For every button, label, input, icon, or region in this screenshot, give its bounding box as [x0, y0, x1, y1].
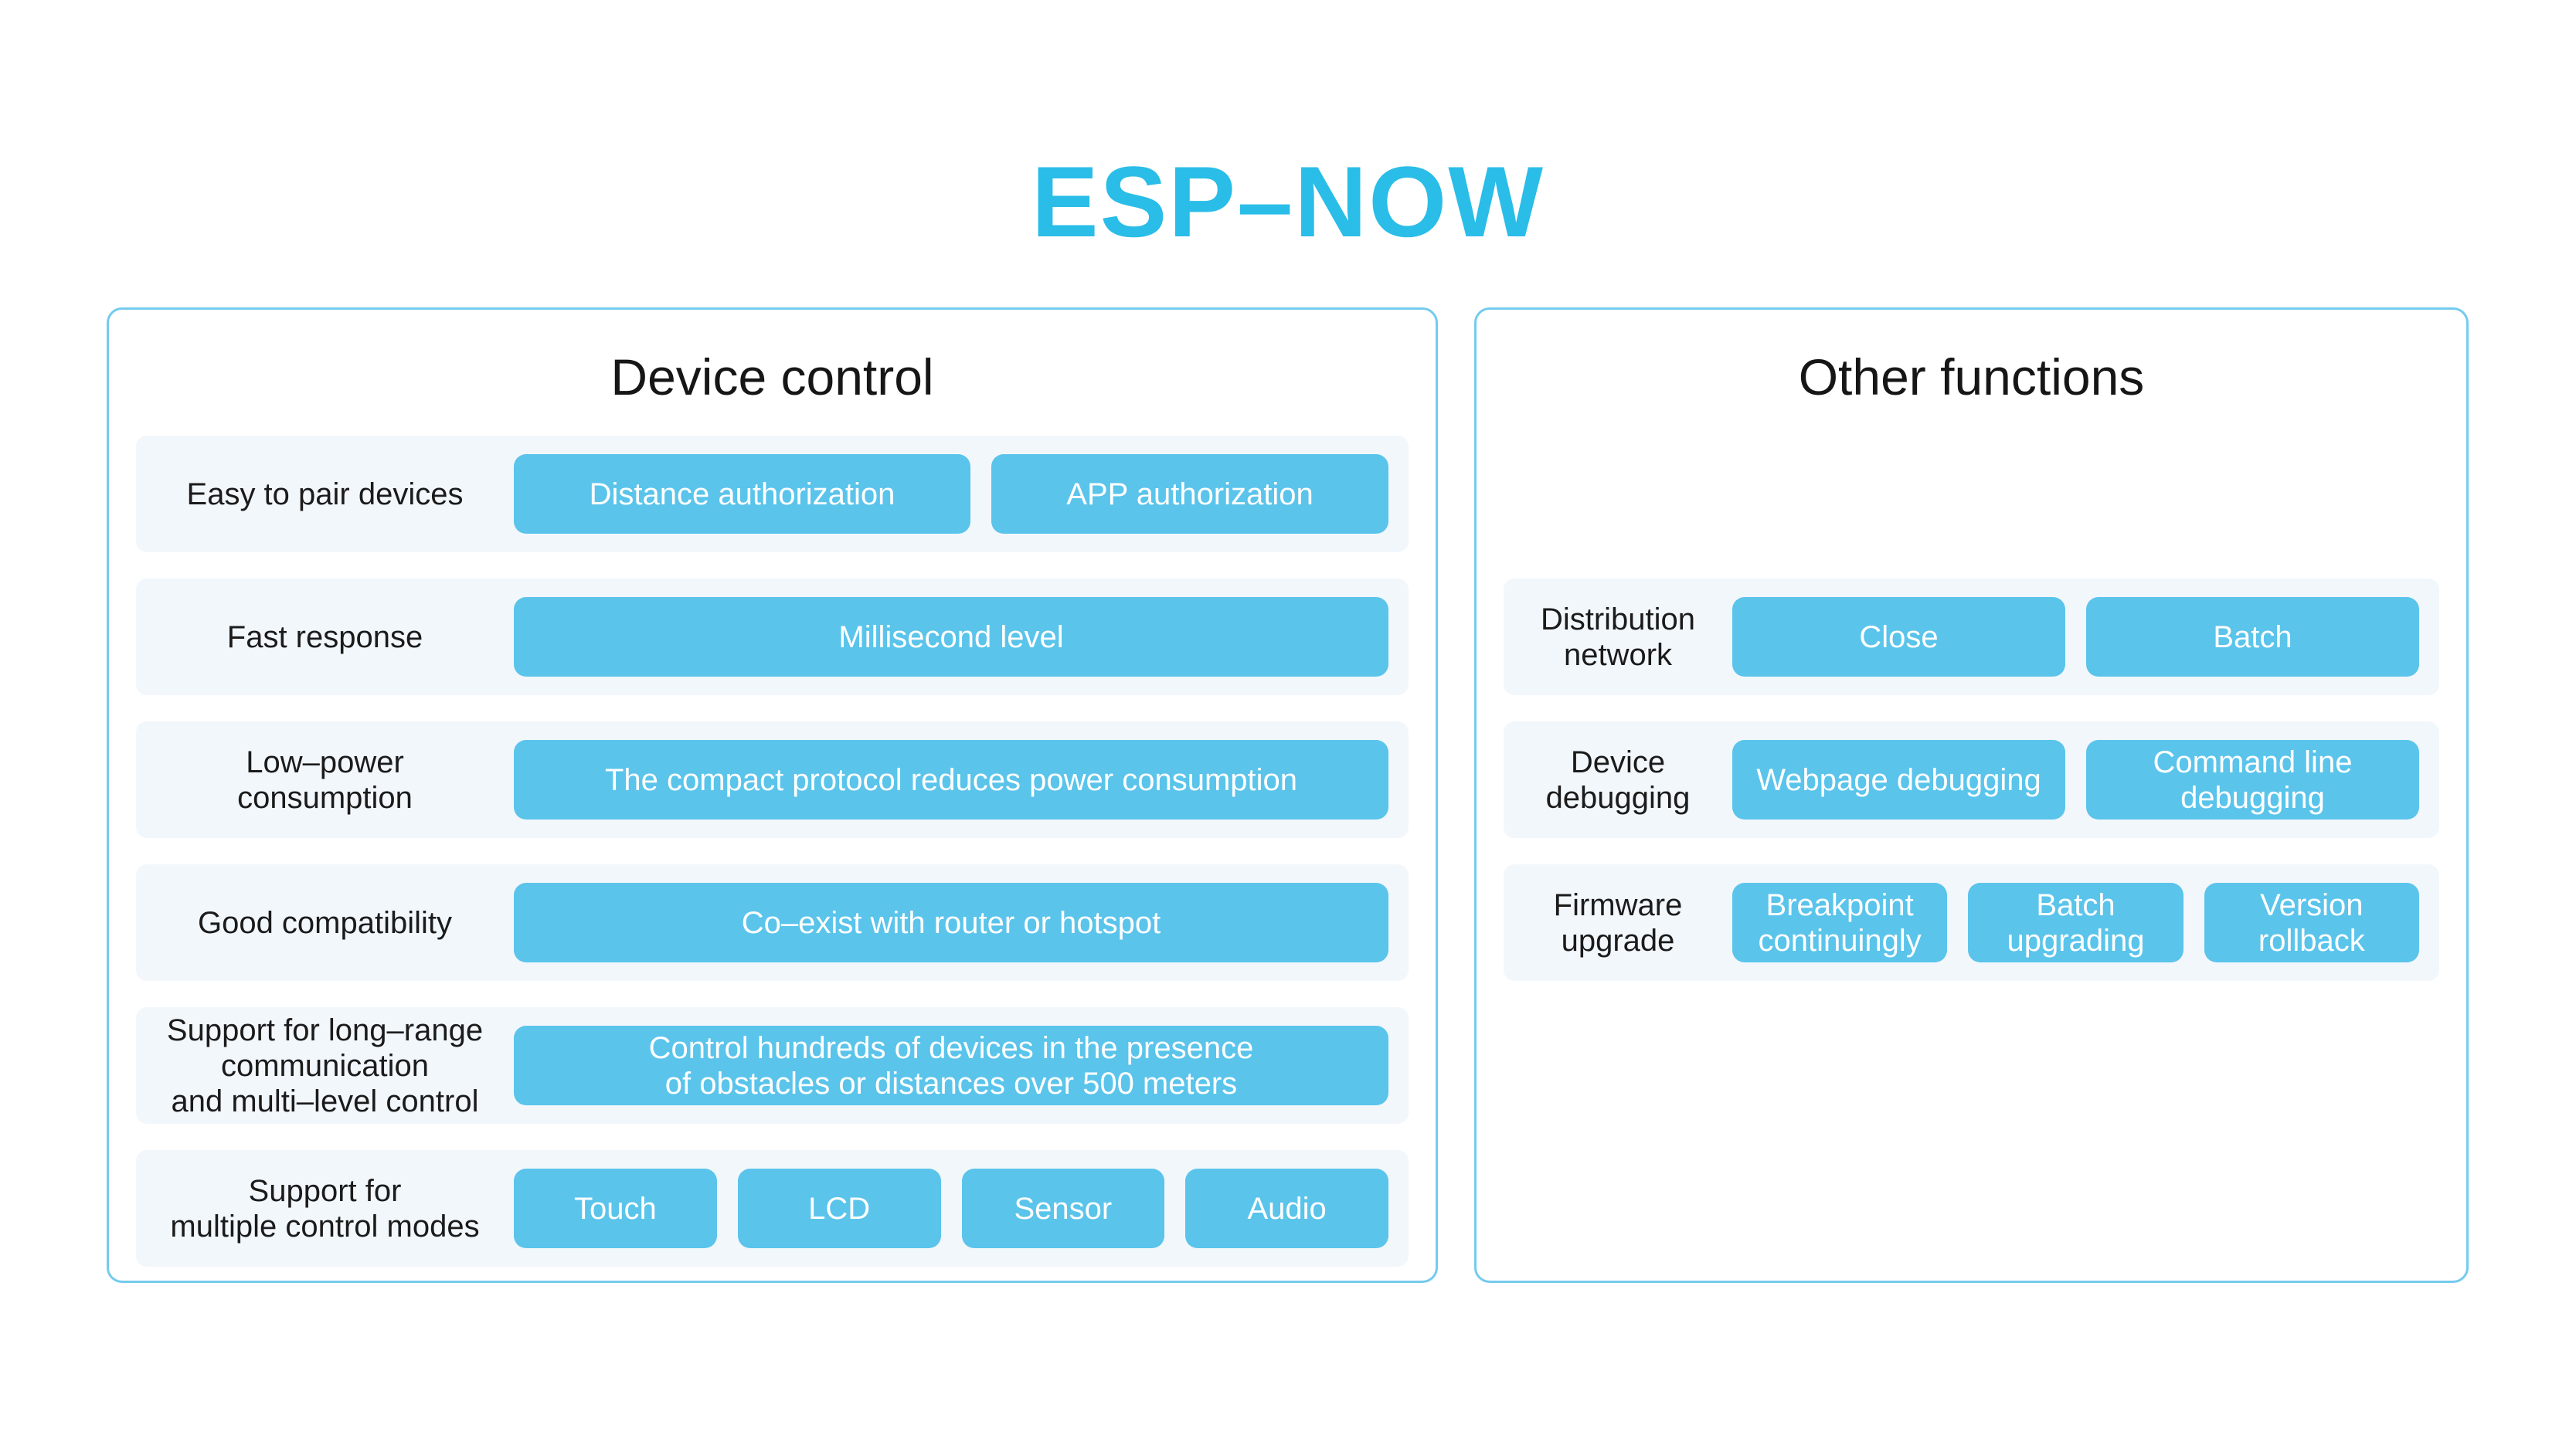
feature-chip-group: The compact protocol reduces power consu… [514, 721, 1409, 838]
feature-row: Device debugging Webpage debugging Command… [1504, 721, 2439, 838]
feature-chip: Close [1732, 597, 2065, 677]
feature-chip: Millisecond level [514, 597, 1388, 677]
feature-row-label: Easy to pair devices [186, 477, 464, 511]
feature-chip-group: Touch LCD Sensor Audio [514, 1150, 1409, 1267]
feature-chip-group: Webpage debugging Command line debugging [1732, 721, 2439, 838]
feature-row-label: Support for multiple control modes [170, 1173, 480, 1244]
feature-chip: Breakpoint continuingly [1732, 883, 1948, 962]
device-control-rows: Easy to pair devices Distance authorizati… [136, 436, 1409, 1267]
feature-row-label: Support for long–range communication and… [166, 1013, 484, 1118]
feature-chip: The compact protocol reduces power consu… [514, 740, 1388, 820]
feature-row-label: Distribution network [1540, 602, 1696, 672]
feature-row-label: Firmware upgrade [1553, 887, 1683, 958]
feature-row-label: Good compatibility [197, 905, 453, 940]
feature-chip-group: Millisecond level [514, 579, 1409, 695]
feature-row: Distribution network Close Batch [1504, 579, 2439, 695]
feature-chip: Control hundreds of devices in the prese… [514, 1026, 1388, 1105]
feature-chip: Audio [1185, 1169, 1388, 1248]
feature-chip: Version rollback [2204, 883, 2419, 962]
feature-chip: Command line debugging [2086, 740, 2419, 820]
panel-other-functions: Other functions Distribution network Clos… [1474, 307, 2469, 1283]
feature-chip: Sensor [961, 1169, 1165, 1248]
feature-row-label: Fast response [226, 619, 423, 654]
feature-chip: Co–exist with router or hotspot [514, 883, 1388, 962]
feature-chip: LCD [737, 1169, 941, 1248]
feature-chip-group: Control hundreds of devices in the prese… [514, 1007, 1409, 1124]
feature-chip: Batch [2086, 597, 2419, 677]
feature-chip: APP authorization [991, 454, 1388, 534]
feature-row: Support for multiple control modes Touch L… [136, 1150, 1409, 1267]
feature-row: Low–power consumption The compact protoco… [136, 721, 1409, 838]
feature-chip-group: Close Batch [1732, 579, 2439, 695]
feature-row-label: Device debugging [1545, 745, 1691, 815]
feature-row-label: Low–power consumption [237, 745, 413, 815]
feature-chip-group: Breakpoint continuingly Batch upgrading Ve… [1732, 864, 2439, 981]
feature-row: Support for long–range communication and… [136, 1007, 1409, 1124]
feature-chip: Touch [514, 1169, 717, 1248]
panel-device-control: Device control Easy to pair devices Dista… [107, 307, 1438, 1283]
feature-row: Good compatibility Co–exist with router o… [136, 864, 1409, 981]
feature-chip: Batch upgrading [1968, 883, 2183, 962]
panel-title-other-functions: Other functions [1798, 348, 2145, 406]
page-title: ESP–NOW [1031, 145, 1545, 258]
feature-chip: Webpage debugging [1732, 740, 2065, 820]
feature-chip-group: Co–exist with router or hotspot [514, 864, 1409, 981]
feature-row: Fast response Millisecond level [136, 579, 1409, 695]
panel-title-device-control: Device control [610, 348, 934, 406]
feature-chip: Distance authorization [514, 454, 971, 534]
feature-row: Easy to pair devices Distance authorizati… [136, 436, 1409, 552]
